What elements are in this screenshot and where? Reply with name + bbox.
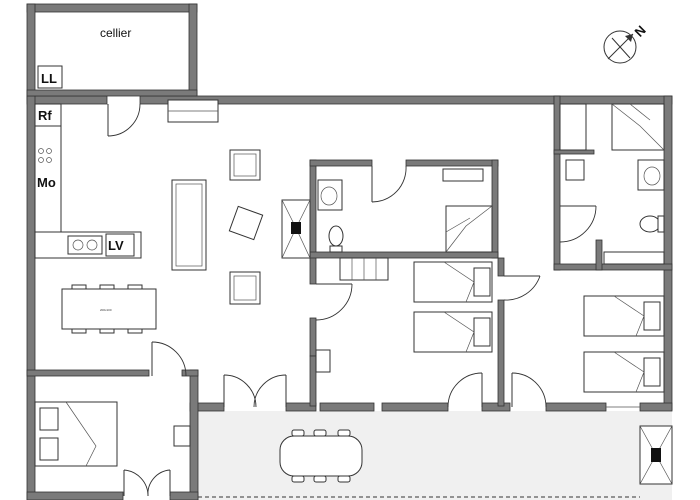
bedroom-door-right bbox=[503, 275, 541, 301]
bed-right-2 bbox=[583, 351, 665, 393]
bedroom-door-bottom-left bbox=[151, 341, 187, 377]
bathroom-door-right bbox=[559, 205, 597, 243]
table-size-label: 200x100 bbox=[100, 308, 112, 312]
entry-door bbox=[107, 103, 141, 137]
dining-table: 200x100 bbox=[61, 284, 157, 334]
bed-middle-1 bbox=[413, 261, 493, 303]
wall-unit-middle bbox=[315, 349, 331, 373]
compass-north-letter: N bbox=[632, 23, 649, 40]
interior-walls bbox=[26, 89, 673, 407]
armchair-bottom bbox=[229, 271, 261, 305]
radiator-center bbox=[442, 168, 484, 182]
dishwasher bbox=[105, 233, 135, 257]
wall-unit-bottom-left bbox=[173, 425, 191, 447]
terrace-door-bottom-left bbox=[123, 469, 171, 497]
terrace-table bbox=[279, 429, 363, 483]
bed-bottom-left bbox=[34, 401, 118, 467]
appliance-label-ll: LL bbox=[41, 71, 57, 86]
bed-right-1 bbox=[583, 295, 665, 337]
window-top bbox=[167, 99, 219, 123]
armchair-top bbox=[229, 149, 261, 181]
bathroom-door-center bbox=[371, 165, 407, 203]
compass-icon: N bbox=[603, 23, 649, 64]
fireplace-icon bbox=[281, 199, 311, 259]
laundry-machine bbox=[37, 65, 63, 89]
terrace-door-living bbox=[223, 374, 287, 408]
terrace-door-middle bbox=[447, 372, 483, 408]
corridor-door bbox=[315, 283, 353, 321]
barbecue-icon bbox=[639, 425, 673, 485]
sofa bbox=[171, 179, 207, 271]
terrace-area bbox=[198, 411, 672, 500]
fridge bbox=[34, 103, 62, 127]
toilet-right bbox=[565, 159, 585, 181]
toilet-right-2 bbox=[639, 215, 665, 233]
shower-right bbox=[611, 103, 665, 151]
bed-middle-2 bbox=[413, 311, 493, 353]
coffee-table bbox=[228, 205, 264, 241]
bathtub-right bbox=[559, 103, 587, 151]
shower-center bbox=[445, 205, 493, 253]
appliance-label-mo: Mo bbox=[37, 175, 56, 190]
terrace-door-right bbox=[511, 372, 547, 408]
appliance-label-lv: LV bbox=[108, 238, 124, 253]
toilet-center bbox=[328, 225, 344, 253]
radiator-right bbox=[603, 251, 665, 265]
stove-burners-icon bbox=[38, 148, 52, 163]
appliance-label-rf: Rf bbox=[38, 108, 52, 123]
washbasin-center bbox=[317, 179, 343, 211]
room-label-cellier: cellier bbox=[100, 26, 131, 40]
